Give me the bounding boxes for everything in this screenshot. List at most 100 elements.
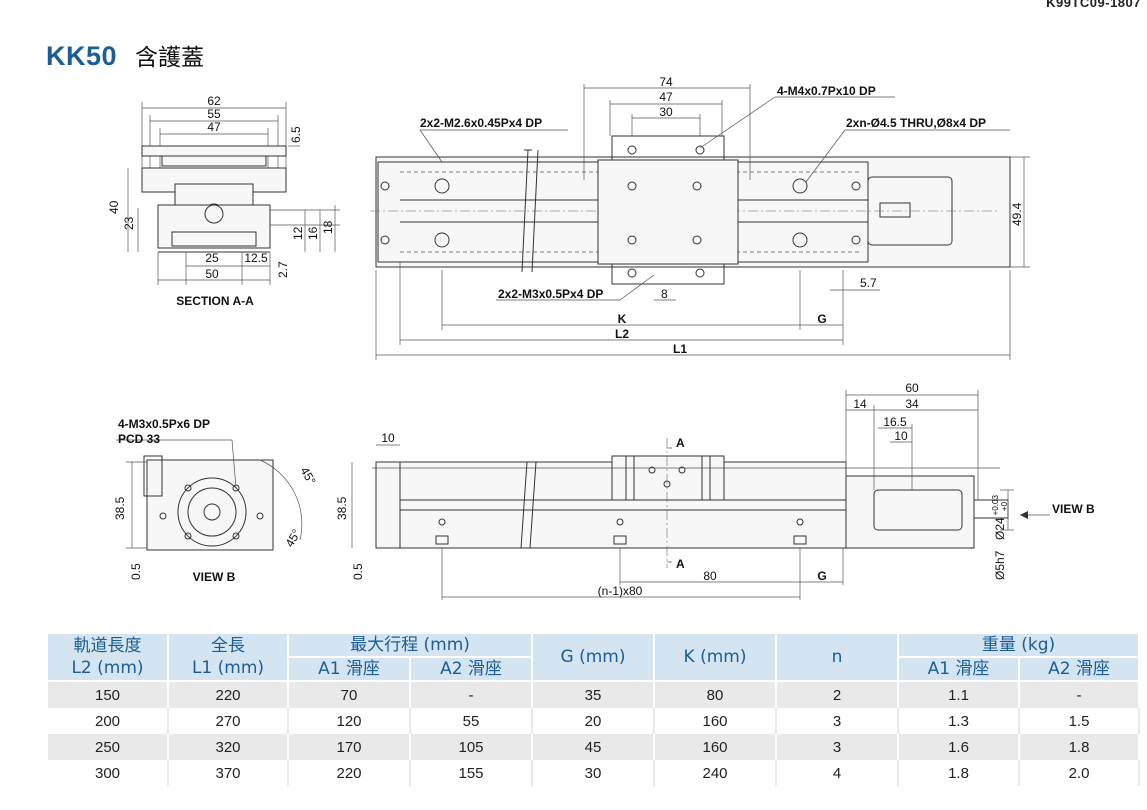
table-cell: 55 — [410, 708, 534, 734]
callout-m2-6: 2x2-M2.6x0.45Px4 DP — [420, 116, 542, 130]
table-cell: 1.6 — [898, 734, 1021, 760]
top-view: 74 47 30 49.4 5.7 8 K G L2 L1 4-M4x0.7Px… — [370, 75, 1030, 360]
dim-74: 74 — [659, 75, 673, 89]
dim-80: 80 — [703, 569, 717, 583]
table-cell: 170 — [288, 734, 411, 760]
header-stroke: 最大行程 (mm) — [288, 634, 534, 658]
section-mark-a-bottom: A — [676, 557, 685, 571]
table-cell: 45 — [532, 734, 656, 760]
dim-shaft-diameter: Ø24+0.03+0 — [991, 495, 1009, 540]
table-row: 200 270 120 55 20 160 3 1.3 1.5 — [48, 708, 1141, 734]
dim-g-top: G — [817, 312, 826, 326]
dim-45-lower: 45° — [282, 527, 303, 550]
table-cell: 1.1 — [898, 681, 1021, 708]
dim-l2: L2 — [615, 327, 629, 341]
dim-47-top: 47 — [659, 90, 673, 104]
dim-5-7: 5.7 — [860, 276, 877, 290]
table-row: 300 370 220 155 30 240 4 1.8 2.0 — [48, 760, 1141, 786]
dim-25: 25 — [205, 251, 219, 265]
table-cell: 370 — [168, 760, 289, 786]
section-a-a-view: 62 55 47 6.5 40 23 12 16 18 — [107, 94, 340, 308]
callout-m3: 2x2-M3x0.5Px4 DP — [498, 287, 603, 301]
technical-drawing: 62 55 47 6.5 40 23 12 16 18 — [107, 75, 1095, 600]
table-row: 250 320 170 105 45 160 3 1.6 1.8 — [48, 734, 1141, 760]
table-cell: 3 — [776, 734, 900, 760]
table-cell: 220 — [168, 681, 289, 708]
header-stroke-a2: A2 滑座 — [410, 657, 534, 682]
table-cell: - — [1019, 681, 1141, 708]
dim-0-5-side: 0.5 — [351, 563, 365, 580]
dim-8: 8 — [661, 287, 668, 301]
table-cell: 2 — [776, 681, 900, 708]
header-weight-a2: A2 滑座 — [1019, 657, 1141, 682]
dim-10-motor: 10 — [894, 429, 908, 443]
callout-m3-view-b: 4-M3x0.5Px6 DP — [118, 417, 210, 431]
header-k: K (mm) — [654, 634, 778, 682]
table-row: 150 220 70 - 35 80 2 1.1 - — [48, 681, 1141, 708]
dim-l1: L1 — [673, 342, 687, 356]
view-b: 4-M3x0.5Px6 DP PCD 33 38.5 0.5 45° 45° V… — [113, 417, 319, 584]
dim-38-5-side: 38.5 — [335, 496, 349, 520]
dim-14: 14 — [853, 397, 867, 411]
table-cell: 320 — [168, 734, 289, 760]
table-cell: 4 — [776, 760, 900, 786]
dim-18: 18 — [321, 220, 335, 234]
table-cell: 1.8 — [898, 760, 1021, 786]
table-cell: 3 — [776, 708, 900, 734]
section-mark-a-top: A — [676, 436, 685, 450]
table-cell: 250 — [48, 734, 169, 760]
table-cell: 1.3 — [898, 708, 1021, 734]
dim-pitch: (n-1)x80 — [598, 584, 643, 598]
header-stroke-a1: A1 滑座 — [288, 657, 411, 682]
dim-k: K — [618, 312, 627, 326]
dim-34: 34 — [905, 397, 919, 411]
callout-pcd: PCD 33 — [118, 432, 160, 446]
table-cell: 220 — [288, 760, 411, 786]
table-cell: 300 — [48, 760, 169, 786]
dim-40: 40 — [107, 200, 121, 214]
table-cell: 150 — [48, 681, 169, 708]
dim-16-5: 16.5 — [883, 415, 907, 429]
dim-6-5: 6.5 — [289, 126, 303, 143]
table-cell: - — [410, 681, 534, 708]
model-name: KK50 — [46, 41, 118, 71]
header-n: n — [776, 634, 900, 682]
table-cell: 20 — [532, 708, 656, 734]
dim-12: 12 — [291, 226, 305, 240]
table-cell: 240 — [654, 760, 778, 786]
dim-60: 60 — [905, 381, 919, 395]
table-cell: 80 — [654, 681, 778, 708]
dim-2-7: 2.7 — [276, 261, 290, 278]
page-title: KK50 含護蓋 — [46, 38, 204, 72]
model-subtitle: 含護蓋 — [135, 45, 205, 71]
dim-0-5-view-b: 0.5 — [129, 563, 143, 580]
table-cell: 2.0 — [1019, 760, 1141, 786]
table-cell: 160 — [654, 734, 778, 760]
dim-5h7: Ø5h7 — [993, 550, 1007, 580]
document-id: K99TC09-1807 — [1046, 0, 1141, 10]
table-cell: 1.8 — [1019, 734, 1141, 760]
table-cell: 160 — [654, 708, 778, 734]
dim-16: 16 — [306, 226, 320, 240]
table-cell: 105 — [410, 734, 534, 760]
dim-47: 47 — [207, 120, 221, 134]
dim-49-4: 49.4 — [1010, 202, 1024, 226]
header-weight-a1: A1 滑座 — [898, 657, 1021, 682]
callout-thru: 2xn-Ø4.5 THRU,Ø8x4 DP — [846, 116, 986, 130]
table-cell: 270 — [168, 708, 289, 734]
dim-23: 23 — [122, 216, 136, 230]
dim-45-upper: 45° — [297, 465, 318, 488]
header-weight: 重量 (kg) — [898, 634, 1141, 658]
header-g: G (mm) — [532, 634, 656, 682]
table-cell: 35 — [532, 681, 656, 708]
view-b-arrow-label: VIEW B — [1052, 502, 1095, 516]
table-cell: 30 — [532, 760, 656, 786]
dim-55: 55 — [207, 107, 221, 121]
callout-m4: 4-M4x0.7Px10 DP — [777, 84, 876, 98]
table-cell: 200 — [48, 708, 169, 734]
table-cell: 70 — [288, 681, 411, 708]
dim-10-side: 10 — [381, 431, 395, 445]
